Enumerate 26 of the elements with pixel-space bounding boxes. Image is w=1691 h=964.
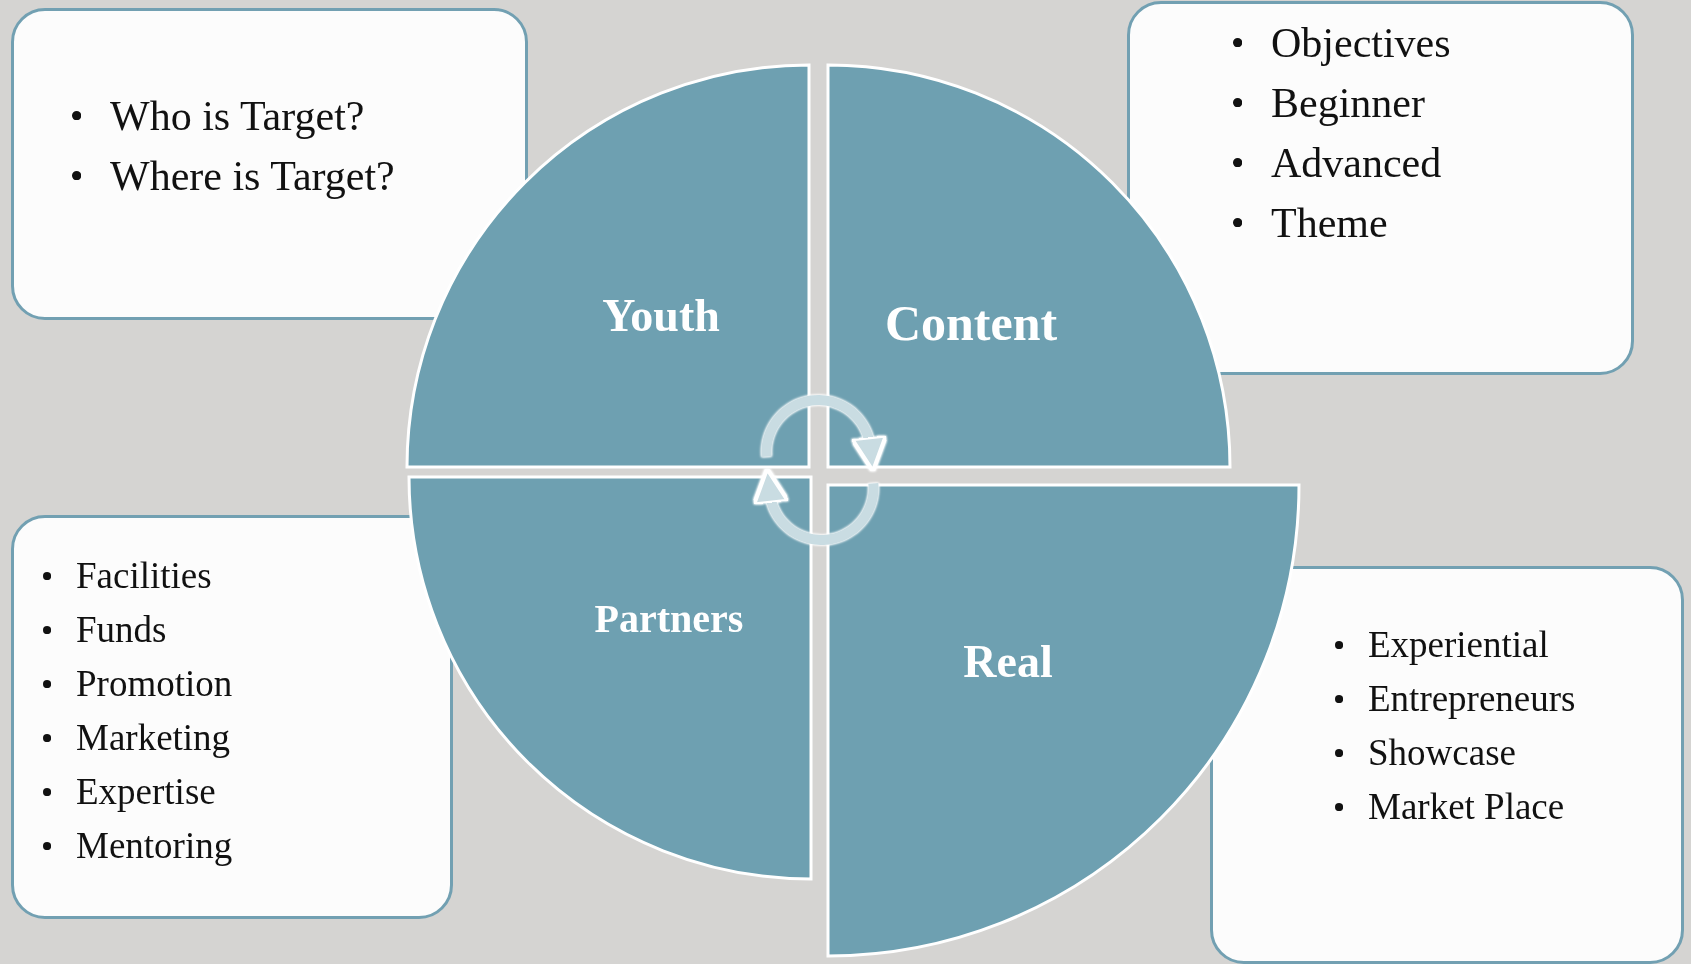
bullet-item: Advanced — [1271, 139, 1442, 188]
quadrant-label: Real — [963, 634, 1053, 688]
bullet-item: Objectives — [1271, 19, 1451, 68]
quadrant-label: Partners — [594, 594, 744, 642]
bullet-item: Promotion — [76, 662, 233, 706]
bullet-item: Showcase — [1368, 731, 1516, 775]
bullet-item: Mentoring — [76, 824, 233, 868]
bullet-item: Theme — [1271, 199, 1388, 248]
quadrant-label: Content — [884, 294, 1058, 352]
bullet-item: Who is Target? — [110, 92, 365, 141]
bullet-item: Beginner — [1271, 79, 1425, 128]
text-card — [11, 515, 453, 919]
bullet-item: Expertise — [76, 770, 216, 814]
bullet-item: Entrepreneurs — [1368, 677, 1576, 721]
bullet-item: Where is Target? — [110, 152, 395, 201]
bullet-item: Market Place — [1368, 785, 1565, 829]
text-card — [1127, 1, 1634, 375]
cycle-arrow — [761, 395, 888, 474]
quadrant-label: Youth — [602, 288, 720, 342]
bullet-item: Marketing — [76, 716, 231, 760]
text-card — [11, 8, 528, 320]
bullet-item: Facilities — [76, 554, 212, 598]
bullet-item: Experiential — [1368, 623, 1549, 667]
bullet-item: Funds — [76, 608, 167, 652]
cycle-arrow — [752, 466, 879, 545]
text-card — [1210, 566, 1684, 964]
